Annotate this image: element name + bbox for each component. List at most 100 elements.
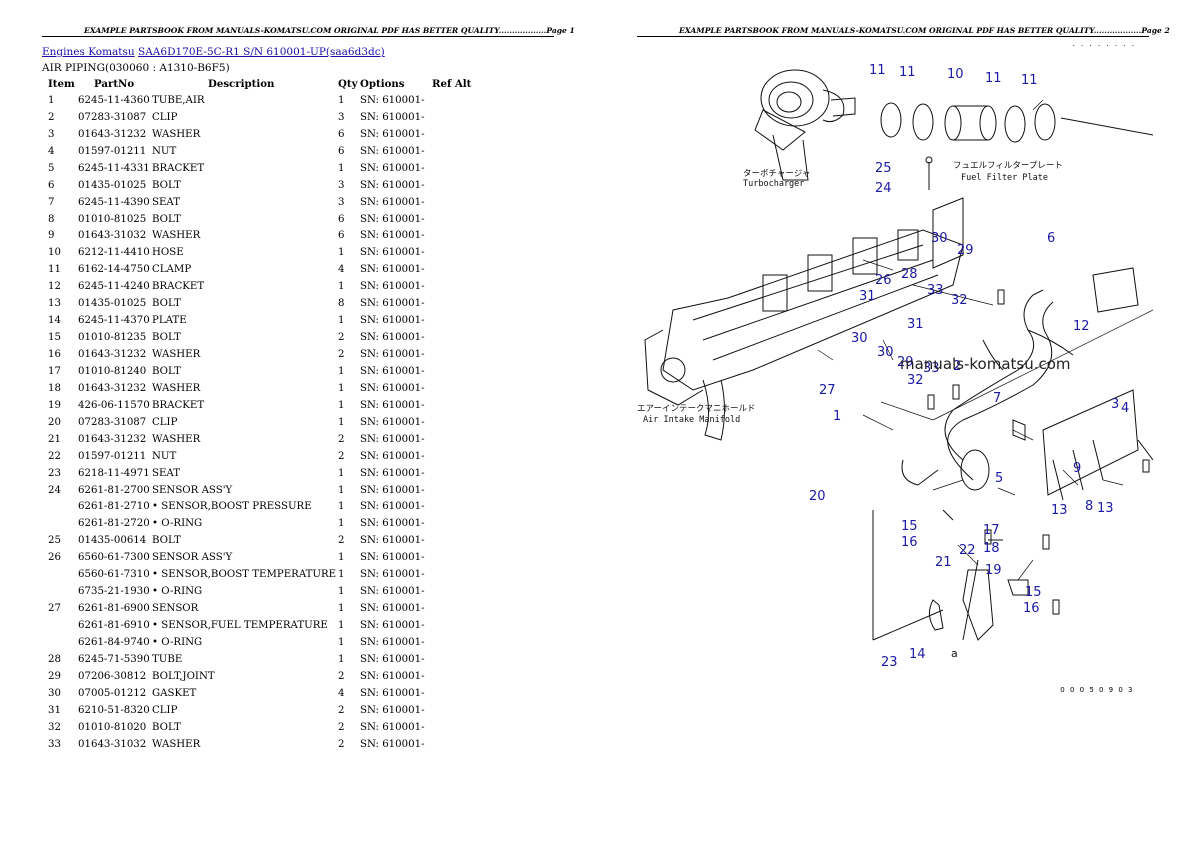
cell-item: 11 bbox=[48, 264, 61, 276]
cell-options: SN: 610001- bbox=[360, 162, 425, 174]
cell-ref-alt bbox=[432, 448, 472, 465]
cell-options: SN: 610001- bbox=[360, 738, 425, 750]
cell-description: SENSOR bbox=[152, 603, 199, 615]
cell-item: 2 bbox=[48, 111, 55, 123]
cell-partno: 01597-01211 bbox=[78, 145, 147, 157]
cell-partno: 6245-11-4390 bbox=[78, 196, 150, 208]
callout-number: 33 bbox=[927, 283, 944, 298]
callout-number: 1 bbox=[833, 409, 841, 424]
cell-qty: 1 bbox=[338, 382, 345, 394]
cell-item: 28 bbox=[48, 653, 61, 665]
cell-options: SN: 610001- bbox=[360, 467, 425, 479]
cell-ref-alt bbox=[432, 566, 472, 583]
cell-options: SN: 610001- bbox=[360, 281, 425, 293]
breadcrumb-link-engines[interactable]: Engines Komatsu bbox=[42, 46, 135, 58]
cell-item: 29 bbox=[48, 670, 61, 682]
cell-qty: 1 bbox=[338, 365, 345, 377]
callout-number: 13 bbox=[1097, 501, 1114, 516]
cell-partno: 01435-01025 bbox=[78, 298, 147, 310]
cell-ref-alt bbox=[432, 499, 472, 516]
cell-partno: 07005-01212 bbox=[78, 687, 147, 699]
cell-partno: 6560-61-7310 bbox=[78, 569, 150, 581]
cell-partno: 01643-31032 bbox=[78, 738, 147, 750]
cell-ref-alt bbox=[432, 431, 472, 448]
cell-options: SN: 610001- bbox=[360, 653, 425, 665]
cell-description: BOLT bbox=[152, 365, 181, 377]
cell-ref-alt bbox=[432, 160, 472, 177]
callout-number: 3 bbox=[1111, 397, 1119, 412]
cell-options: SN: 610001- bbox=[360, 518, 425, 530]
callout-number: 14 bbox=[909, 647, 926, 662]
cell-ref-alt bbox=[432, 414, 472, 431]
callout-number: 2 bbox=[953, 359, 961, 374]
cell-ref-alt bbox=[432, 600, 472, 617]
cell-item: 7 bbox=[48, 196, 55, 208]
dot-leader: . . . . . . . . bbox=[1072, 40, 1136, 48]
callout-number: 10 bbox=[947, 67, 964, 82]
cell-options: SN: 610001- bbox=[360, 552, 425, 564]
cell-ref-alt bbox=[432, 617, 472, 634]
cell-partno: 6261-84-9740 bbox=[78, 636, 150, 648]
cell-ref-alt bbox=[432, 278, 472, 295]
callout-number: 29 bbox=[897, 355, 914, 370]
breadcrumb-link-model[interactable]: SAA6D170E-5C-R1 S/N 610001-UP(saa6d3dc) bbox=[138, 46, 385, 58]
cell-qty: 1 bbox=[338, 501, 345, 513]
cell-item: 32 bbox=[48, 721, 61, 733]
cell-partno: 01435-01025 bbox=[78, 179, 147, 191]
exploded-parts-diagram: ターボチャージャ Turbocharger フュエルフィルタープレート Fuel… bbox=[637, 63, 1153, 670]
callout-number: 9 bbox=[1073, 461, 1081, 476]
air-intake-manifold-label-jp: エアーインテークマニホールド bbox=[637, 404, 756, 414]
cell-partno: 01010-81235 bbox=[78, 332, 147, 344]
cell-qty: 6 bbox=[338, 128, 345, 140]
cell-ref-alt bbox=[432, 261, 472, 278]
cell-description: BOLT bbox=[152, 332, 181, 344]
cell-options: SN: 610001- bbox=[360, 349, 425, 361]
cell-partno: 6261-81-2710 bbox=[78, 501, 150, 513]
cell-ref-alt bbox=[432, 295, 472, 312]
cell-options: SN: 610001- bbox=[360, 535, 425, 547]
cell-partno: 6212-11-4410 bbox=[78, 247, 150, 259]
callout-number: 28 bbox=[901, 267, 918, 282]
cell-item bbox=[42, 499, 78, 516]
cell-partno: 01643-31232 bbox=[78, 433, 147, 445]
hose-and-clamps bbox=[880, 102, 1153, 143]
cell-options: SN: 610001- bbox=[360, 315, 425, 327]
cell-partno: 6735-21-1930 bbox=[78, 586, 150, 598]
cell-item: 1 bbox=[48, 94, 55, 106]
cell-item: 19 bbox=[48, 399, 61, 411]
callout-number: 26 bbox=[875, 273, 892, 288]
cell-ref-alt bbox=[432, 143, 472, 160]
header-rule bbox=[42, 36, 554, 37]
bolt-drawings bbox=[927, 289, 1150, 615]
cell-qty: 1 bbox=[338, 416, 345, 428]
cell-options: SN: 610001- bbox=[360, 450, 425, 462]
cell-ref-alt bbox=[432, 583, 472, 600]
cell-ref-alt bbox=[432, 532, 472, 549]
callout-number: 7 bbox=[993, 391, 1001, 406]
cell-item: 10 bbox=[48, 247, 61, 259]
cell-qty: 1 bbox=[338, 162, 345, 174]
callout-number: 12 bbox=[1073, 319, 1090, 334]
cell-ref-alt bbox=[432, 465, 472, 482]
cell-options: SN: 610001- bbox=[360, 230, 425, 242]
cell-ref-alt bbox=[432, 549, 472, 566]
cell-options: SN: 610001- bbox=[360, 501, 425, 513]
callout-number: 32 bbox=[951, 293, 968, 308]
